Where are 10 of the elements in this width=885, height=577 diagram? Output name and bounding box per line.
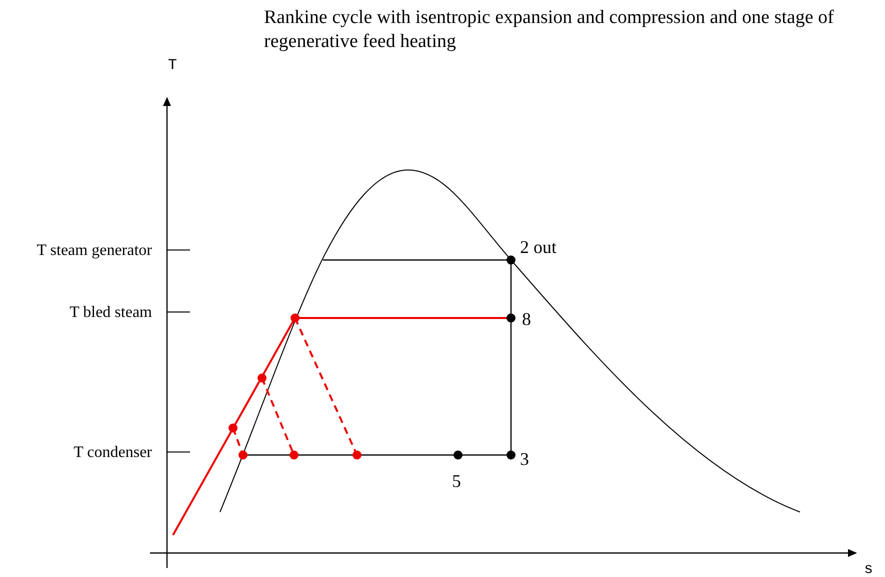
point-label: 2 out <box>520 238 557 256</box>
point-label: 5 <box>452 472 461 490</box>
tick-label: T bled steam <box>70 305 152 321</box>
tick-label: T condenser <box>74 445 152 461</box>
axis-label: s <box>864 562 874 577</box>
tick-label: T steam generator <box>36 243 152 259</box>
axis-label: T <box>168 58 178 73</box>
point-label: 8 <box>522 310 531 328</box>
chart-title: Rankine cycle with isentropic expansion and compression and one stage of regenerative feed heating <box>264 6 835 54</box>
point-label: 3 <box>520 450 529 468</box>
